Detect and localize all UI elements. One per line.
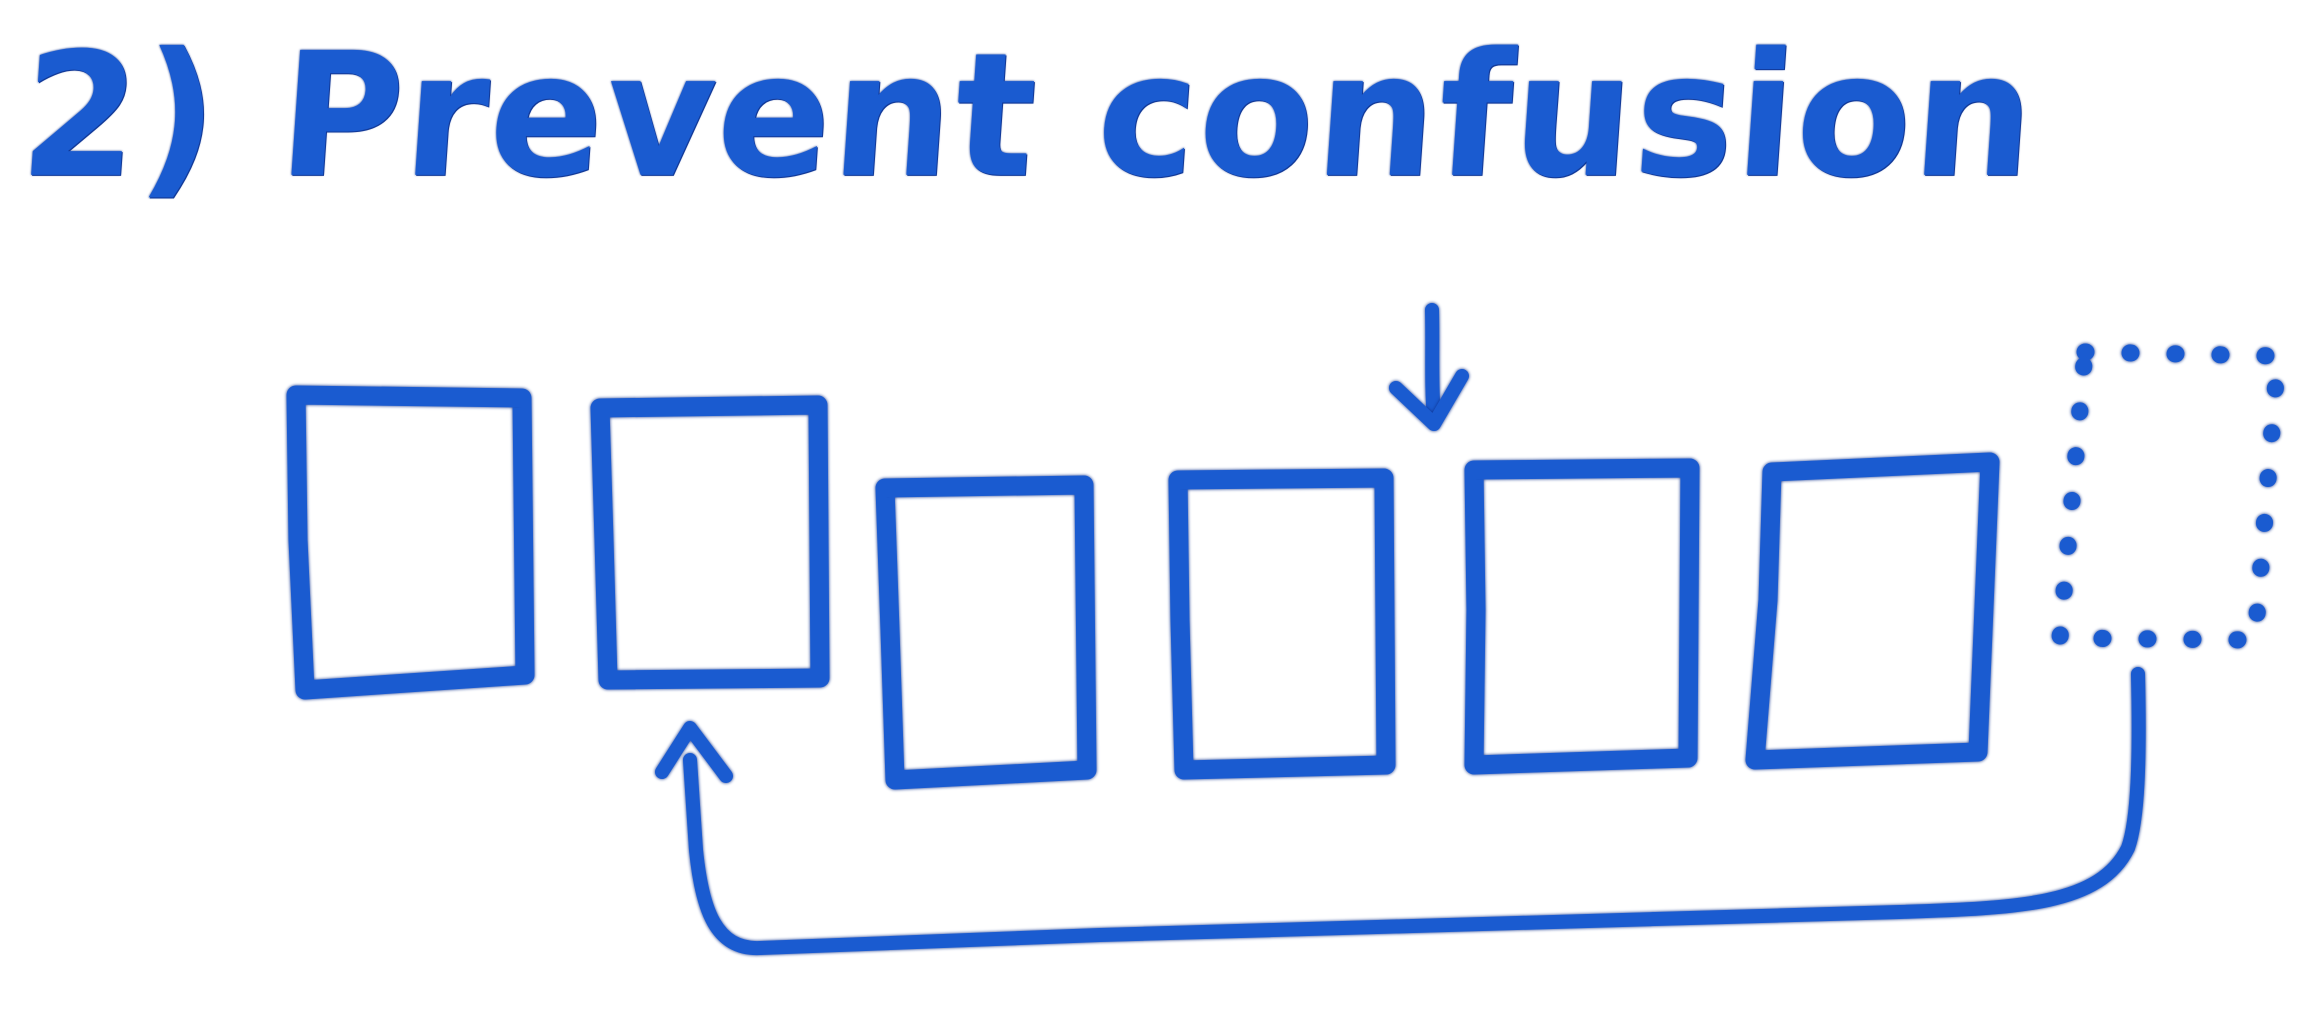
slot-box-4 bbox=[1168, 468, 1396, 780]
return-flow-arrow-icon bbox=[655, 667, 2146, 956]
slot-box-3 bbox=[875, 475, 1097, 790]
slot-box-1 bbox=[286, 385, 535, 700]
insert-position-arrow-icon bbox=[1389, 303, 1469, 431]
slot-box-2 bbox=[590, 395, 830, 690]
placeholder-slot bbox=[2050, 343, 2288, 649]
slot-box-6 bbox=[1745, 452, 2000, 770]
slot-box-5 bbox=[1464, 458, 1700, 775]
